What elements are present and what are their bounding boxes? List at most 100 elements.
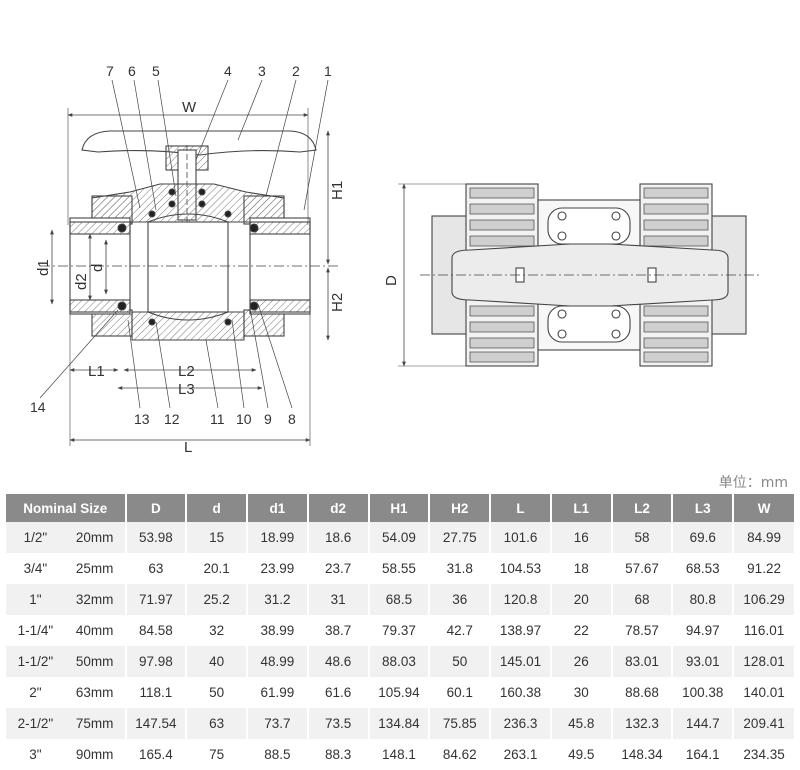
- column-header: d1: [247, 494, 309, 522]
- table-cell: 88.68: [611, 677, 674, 708]
- table-cell: 73.5: [307, 708, 370, 739]
- top-view: [398, 183, 760, 367]
- column-header: D: [125, 494, 188, 522]
- table-cell: 68.5: [368, 584, 431, 615]
- dim-L: L: [184, 439, 192, 456]
- dim-H1: H1: [329, 181, 346, 200]
- callout-8: 8: [288, 411, 296, 427]
- column-header: d: [186, 494, 249, 522]
- table-cell: 63: [186, 708, 249, 739]
- callout-2: 2: [292, 63, 300, 79]
- dimension-labels: W H1 H2 d1 d2 d L1 L2 L3 L D: [35, 99, 400, 456]
- table-cell: 75mm: [64, 708, 127, 739]
- callout-3: 3: [258, 63, 266, 79]
- table-cell: 54.09: [368, 522, 431, 553]
- column-header: d2: [307, 494, 370, 522]
- table-cell: 23.99: [247, 553, 309, 584]
- column-header: H1: [368, 494, 431, 522]
- table-cell: 88.5: [247, 739, 309, 770]
- table-cell: 144.7: [672, 708, 735, 739]
- callout-6: 6: [128, 63, 136, 79]
- table-cell: 101.6: [490, 522, 552, 553]
- table-cell: 26: [550, 646, 613, 677]
- table-cell: 69.6: [672, 522, 735, 553]
- table-cell: 63mm: [64, 677, 127, 708]
- table-cell: 145.01: [490, 646, 552, 677]
- table-cell: 20.1: [186, 553, 249, 584]
- table-cell: 88.03: [368, 646, 431, 677]
- callout-5: 5: [152, 63, 160, 79]
- table-cell: 58: [611, 522, 674, 553]
- table-cell: 97.98: [125, 646, 188, 677]
- table-cell: 42.7: [429, 615, 492, 646]
- dim-d1: d1: [35, 259, 52, 276]
- table-cell: 1-1/2": [6, 646, 65, 677]
- table-cell: 45.8: [550, 708, 613, 739]
- table-cell: 15: [186, 522, 249, 553]
- table-cell: 93.01: [672, 646, 735, 677]
- table-cell: 1/2": [6, 522, 65, 553]
- table-cell: 63: [125, 553, 188, 584]
- table-cell: 105.94: [368, 677, 431, 708]
- dim-d: d: [89, 264, 106, 272]
- table-cell: 88.3: [307, 739, 370, 770]
- dim-d2: d2: [73, 273, 90, 290]
- table-cell: 20mm: [64, 522, 127, 553]
- column-header: L3: [672, 494, 735, 522]
- table-cell: 164.1: [672, 739, 735, 770]
- table-cell: 1-1/4": [6, 615, 65, 646]
- table-cell: 49.5: [550, 739, 613, 770]
- table-cell: 84.99: [733, 522, 794, 553]
- table-cell: 71.97: [125, 584, 188, 615]
- dim-W: W: [182, 99, 197, 116]
- table-cell: 61.99: [247, 677, 309, 708]
- table-cell: 32: [186, 615, 249, 646]
- table-cell: 209.41: [733, 708, 794, 739]
- table-cell: 263.1: [490, 739, 552, 770]
- table-cell: 68: [611, 584, 674, 615]
- table-cell: 91.22: [733, 553, 794, 584]
- table-cell: 58.55: [368, 553, 431, 584]
- table-cell: 31: [307, 584, 370, 615]
- table-cell: 100.38: [672, 677, 735, 708]
- table-cell: 50mm: [64, 646, 127, 677]
- table-cell: 32mm: [64, 584, 127, 615]
- table-cell: 94.97: [672, 615, 735, 646]
- column-header: Nominal Size: [6, 494, 127, 522]
- table-cell: 90mm: [64, 739, 127, 770]
- table-cell: 79.37: [368, 615, 431, 646]
- table-cell: 20: [550, 584, 613, 615]
- callout-9: 9: [264, 411, 272, 427]
- column-header: L1: [550, 494, 613, 522]
- table-cell: 50: [429, 646, 492, 677]
- table-cell: 36: [429, 584, 492, 615]
- valve-technical-drawing: 1 2 3 4 5 6 7 8 9 10 11 12 13 14 W H1 H2…: [30, 63, 760, 456]
- table-cell: 78.57: [611, 615, 674, 646]
- table-cell: 31.8: [429, 553, 492, 584]
- dim-L3: L3: [178, 381, 195, 398]
- table-cell: 3": [6, 739, 65, 770]
- table-cell: 57.67: [611, 553, 674, 584]
- table-cell: 75.85: [429, 708, 492, 739]
- table-cell: 234.35: [733, 739, 794, 770]
- table-cell: 2": [6, 677, 65, 708]
- table-cell: 53.98: [125, 522, 188, 553]
- table-cell: 80.8: [672, 584, 735, 615]
- table-cell: 22: [550, 615, 613, 646]
- table-cell: 61.6: [307, 677, 370, 708]
- table-cell: 25.2: [186, 584, 249, 615]
- table-cell: 48.6: [307, 646, 370, 677]
- callout-7: 7: [106, 63, 114, 79]
- table-cell: 236.3: [490, 708, 552, 739]
- table-cell: 73.7: [247, 708, 309, 739]
- table-cell: 138.97: [490, 615, 552, 646]
- table-cell: 118.1: [125, 677, 188, 708]
- table-cell: 48.99: [247, 646, 309, 677]
- table-cell: 1": [6, 584, 65, 615]
- column-header: H2: [429, 494, 492, 522]
- table-cell: 40: [186, 646, 249, 677]
- column-header: L2: [611, 494, 674, 522]
